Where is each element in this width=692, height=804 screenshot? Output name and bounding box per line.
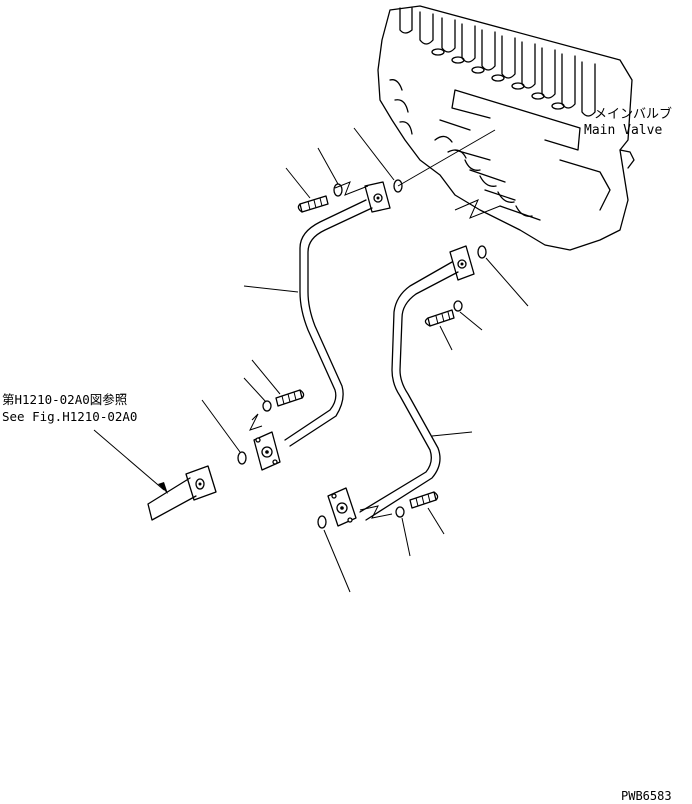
reference-arrowhead [158, 482, 168, 494]
leader-upper-to-valve [397, 129, 496, 187]
bolt-lower-right [409, 491, 439, 509]
break-line-upper [334, 181, 369, 196]
oring-lower-right [317, 515, 327, 529]
callout-leaders [93, 127, 529, 593]
pipe-right [327, 245, 475, 527]
valve-spools [399, 7, 596, 117]
break-line-left [249, 413, 263, 431]
reference-label-jp: 第H1210-02A0図参照 [2, 392, 128, 407]
oring-upper-right [477, 245, 487, 259]
main-valve-label-en: Main Valve [584, 123, 663, 138]
break-line-right [359, 505, 393, 519]
washer-lower-right [395, 506, 405, 518]
break-line-lower [454, 199, 501, 219]
external-pipe [147, 465, 217, 521]
pipe-left [253, 181, 391, 471]
drawing-code: PWB6583 [621, 789, 672, 803]
main-valve-drawing [377, 5, 635, 251]
bolt-lower-left [275, 389, 305, 407]
oring-upper-left [393, 179, 403, 193]
bolt-upper-right [424, 309, 455, 327]
washer-upper-right [453, 300, 463, 312]
washer-upper-left [333, 183, 343, 197]
oring-lower-left [237, 451, 247, 465]
reference-label-en: See Fig.H1210-02A0 [2, 409, 138, 424]
washer-lower-left [262, 400, 272, 412]
main-valve-label-jp: メインバルブ [594, 107, 673, 122]
bolt-upper-left [297, 195, 329, 213]
